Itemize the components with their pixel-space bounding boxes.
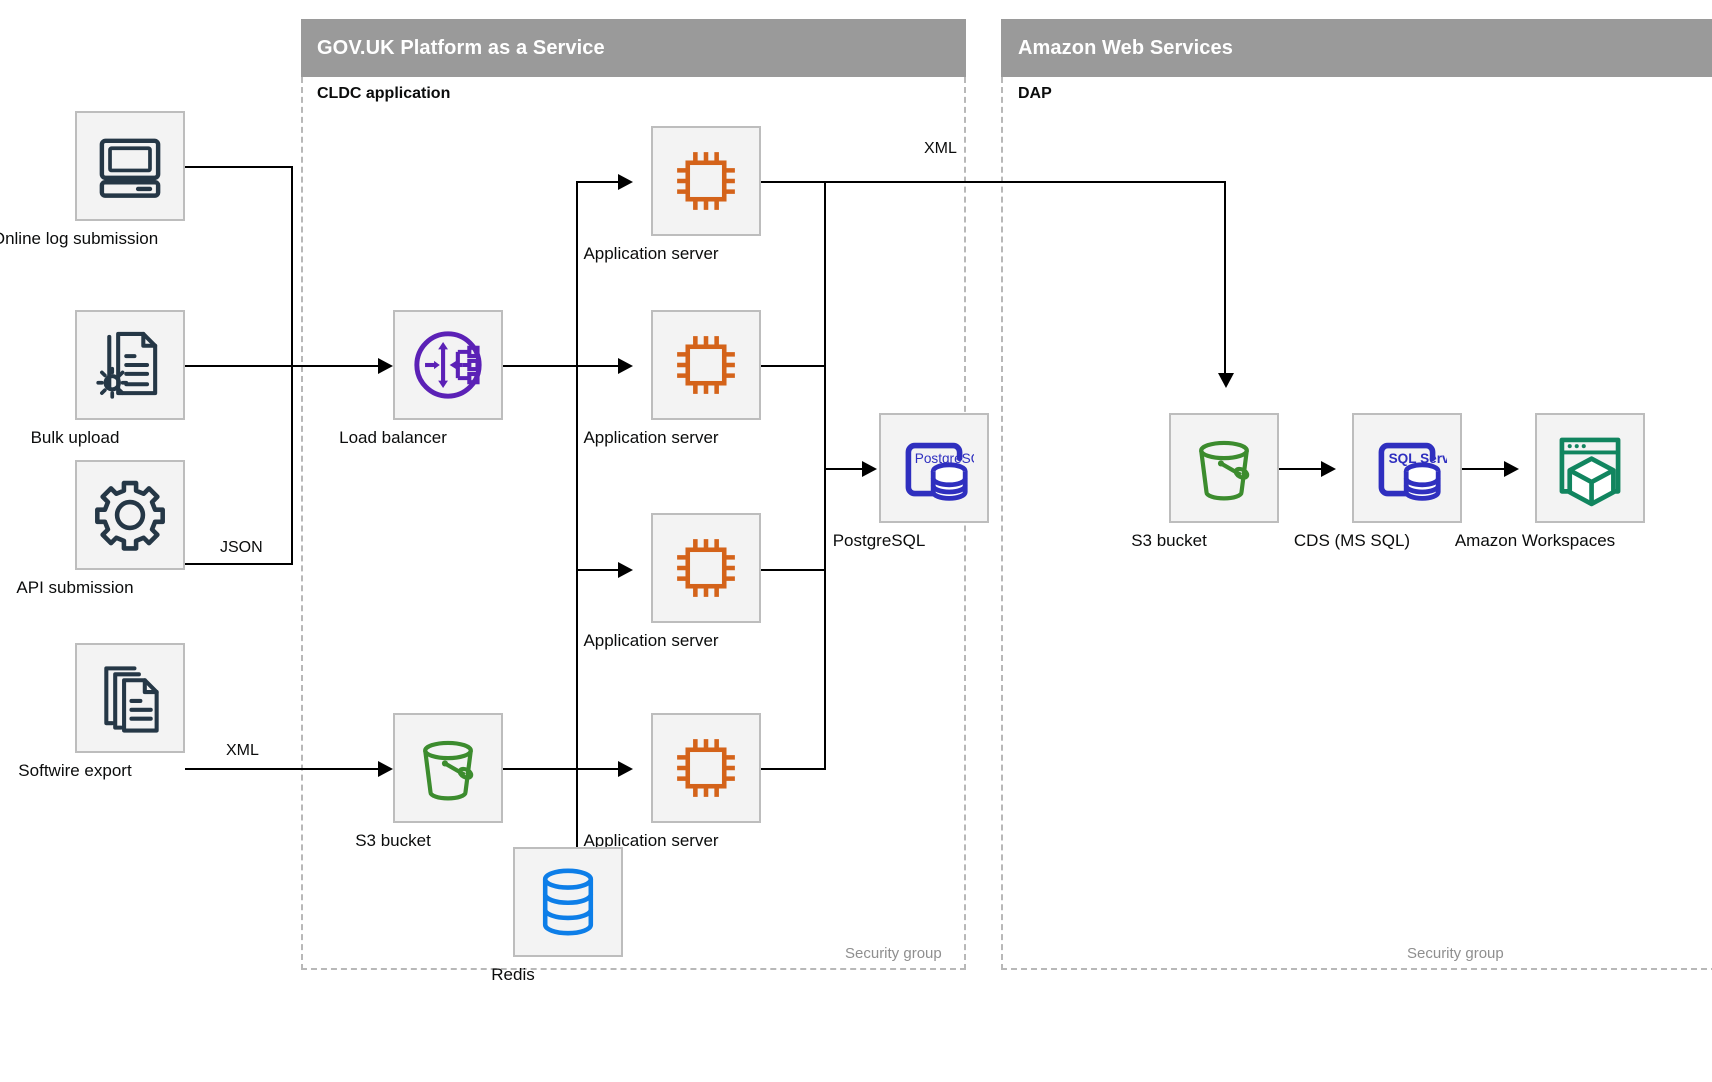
arrow-to-s3-paas xyxy=(378,761,393,777)
arrow-to-postgresql xyxy=(862,461,877,477)
paas-security-group xyxy=(301,77,966,970)
paas-header-band xyxy=(301,19,966,77)
bulk-upload-label: Bulk upload xyxy=(30,428,120,447)
arrow-app-server-4 xyxy=(618,761,633,777)
svg-text:PostgreSQL: PostgreSQL xyxy=(915,451,974,466)
edge-app3-right xyxy=(761,569,826,571)
edge-label-xml-to-aws: XML xyxy=(920,140,961,158)
arrow-to-workspaces xyxy=(1504,461,1519,477)
amazon-workspaces-box xyxy=(1535,413,1645,523)
arrow-app-server-3 xyxy=(618,562,633,578)
s3-bucket-aws-box xyxy=(1169,413,1279,523)
edge-to-postgresql xyxy=(824,468,866,470)
gear-icon xyxy=(92,477,168,553)
postgresql-box: PostgreSQL xyxy=(879,413,989,523)
application-server-4-box xyxy=(651,713,761,823)
application-server-3-box xyxy=(651,513,761,623)
s3-bucket-paas-label: S3 bucket xyxy=(355,831,431,850)
bulk-upload-box xyxy=(75,310,185,420)
redis-label: Redis xyxy=(491,965,535,984)
edge-bus-app2 xyxy=(576,365,622,367)
softwire-export-box xyxy=(75,643,185,753)
arrow-app-server-2 xyxy=(618,358,633,374)
svg-text:SQL Server: SQL Server xyxy=(1389,451,1447,466)
edge-bulk-upload xyxy=(185,365,382,367)
edge-app4-right xyxy=(761,768,826,770)
load-balancer-label: Load balancer xyxy=(339,428,447,447)
edge-redis-up xyxy=(576,768,578,902)
postgresql-label: PostgreSQL xyxy=(832,531,926,550)
edge-online-log-drop xyxy=(291,166,293,366)
edge-db-collector-bus xyxy=(824,181,826,769)
s3-bucket-paas-box xyxy=(393,713,503,823)
application-server-1-label: Application server xyxy=(583,244,719,263)
paas-title: GOV.UK Platform as a Service xyxy=(317,37,605,59)
redis-box xyxy=(513,847,623,957)
amazon-workspaces-label: Amazon Workspaces xyxy=(1454,531,1616,550)
database-cylinder-icon xyxy=(537,864,599,940)
edge-softwire-export xyxy=(185,768,382,770)
edge-bus-app3 xyxy=(576,569,622,571)
edge-bus-app4 xyxy=(576,768,622,770)
application-server-2-box xyxy=(651,310,761,420)
edge-lb-out xyxy=(502,365,578,367)
edge-xml-drop-to-s3 xyxy=(1224,181,1226,377)
edge-cds-to-workspaces xyxy=(1462,468,1508,470)
arrow-to-s3-aws xyxy=(1218,373,1234,388)
edge-s3-to-cds xyxy=(1279,468,1325,470)
documents-stack-icon xyxy=(93,661,167,735)
edge-bus-app1 xyxy=(576,181,622,183)
edge-label-xml-softwire: XML xyxy=(222,742,263,760)
softwire-export-label: Softwire export xyxy=(18,761,132,780)
arrow-to-load-balancer xyxy=(378,358,393,374)
edge-online-log xyxy=(185,166,293,168)
dap-title: DAP xyxy=(1018,85,1052,102)
arrow-app-server-1 xyxy=(618,174,633,190)
postgresql-icon: PostgreSQL xyxy=(894,428,974,508)
cds-ms-sql-box: SQL Server xyxy=(1352,413,1462,523)
application-server-1-box xyxy=(651,126,761,236)
load-balancer-box xyxy=(393,310,503,420)
workspaces-cube-icon xyxy=(1551,429,1629,507)
cpu-chip-icon xyxy=(668,143,744,219)
edge-app-bus xyxy=(576,181,578,768)
edge-s3-to-app4 xyxy=(502,768,578,770)
desktop-computer-icon xyxy=(93,129,167,203)
application-server-2-label: Application server xyxy=(583,428,719,447)
api-submission-box xyxy=(75,460,185,570)
aws-header-band xyxy=(1001,19,1712,77)
load-balancer-icon xyxy=(407,324,489,406)
online-log-submission-box xyxy=(75,111,185,221)
cpu-chip-icon xyxy=(668,730,744,806)
aws-title: Amazon Web Services xyxy=(1018,37,1233,59)
edge-app1-right xyxy=(761,181,1226,183)
cldc-application-title: CLDC application xyxy=(317,85,451,102)
application-server-4-label: Application server xyxy=(583,831,719,850)
edge-api-submission-rise xyxy=(291,366,293,565)
edge-app2-right xyxy=(761,365,826,367)
aws-security-group-label: Security group xyxy=(1407,945,1504,962)
bucket-icon xyxy=(1186,430,1262,506)
document-gear-icon xyxy=(93,328,167,402)
cds-ms-sql-label: CDS (MS SQL) xyxy=(1293,531,1411,550)
paas-security-group-label: Security group xyxy=(845,945,942,962)
cpu-chip-icon xyxy=(668,530,744,606)
application-server-3-label: Application server xyxy=(583,631,719,650)
api-submission-label: API submission xyxy=(16,578,134,597)
online-log-submission-label: Online log submission xyxy=(0,229,159,248)
edge-label-json: JSON xyxy=(216,539,267,557)
aws-security-group xyxy=(1001,77,1712,970)
s3-bucket-aws-label: S3 bucket xyxy=(1131,531,1207,550)
bucket-icon xyxy=(410,730,486,806)
sql-server-icon: SQL Server xyxy=(1367,428,1447,508)
edge-api-submission xyxy=(185,563,293,565)
cpu-chip-icon xyxy=(668,327,744,403)
arrow-to-cds xyxy=(1321,461,1336,477)
